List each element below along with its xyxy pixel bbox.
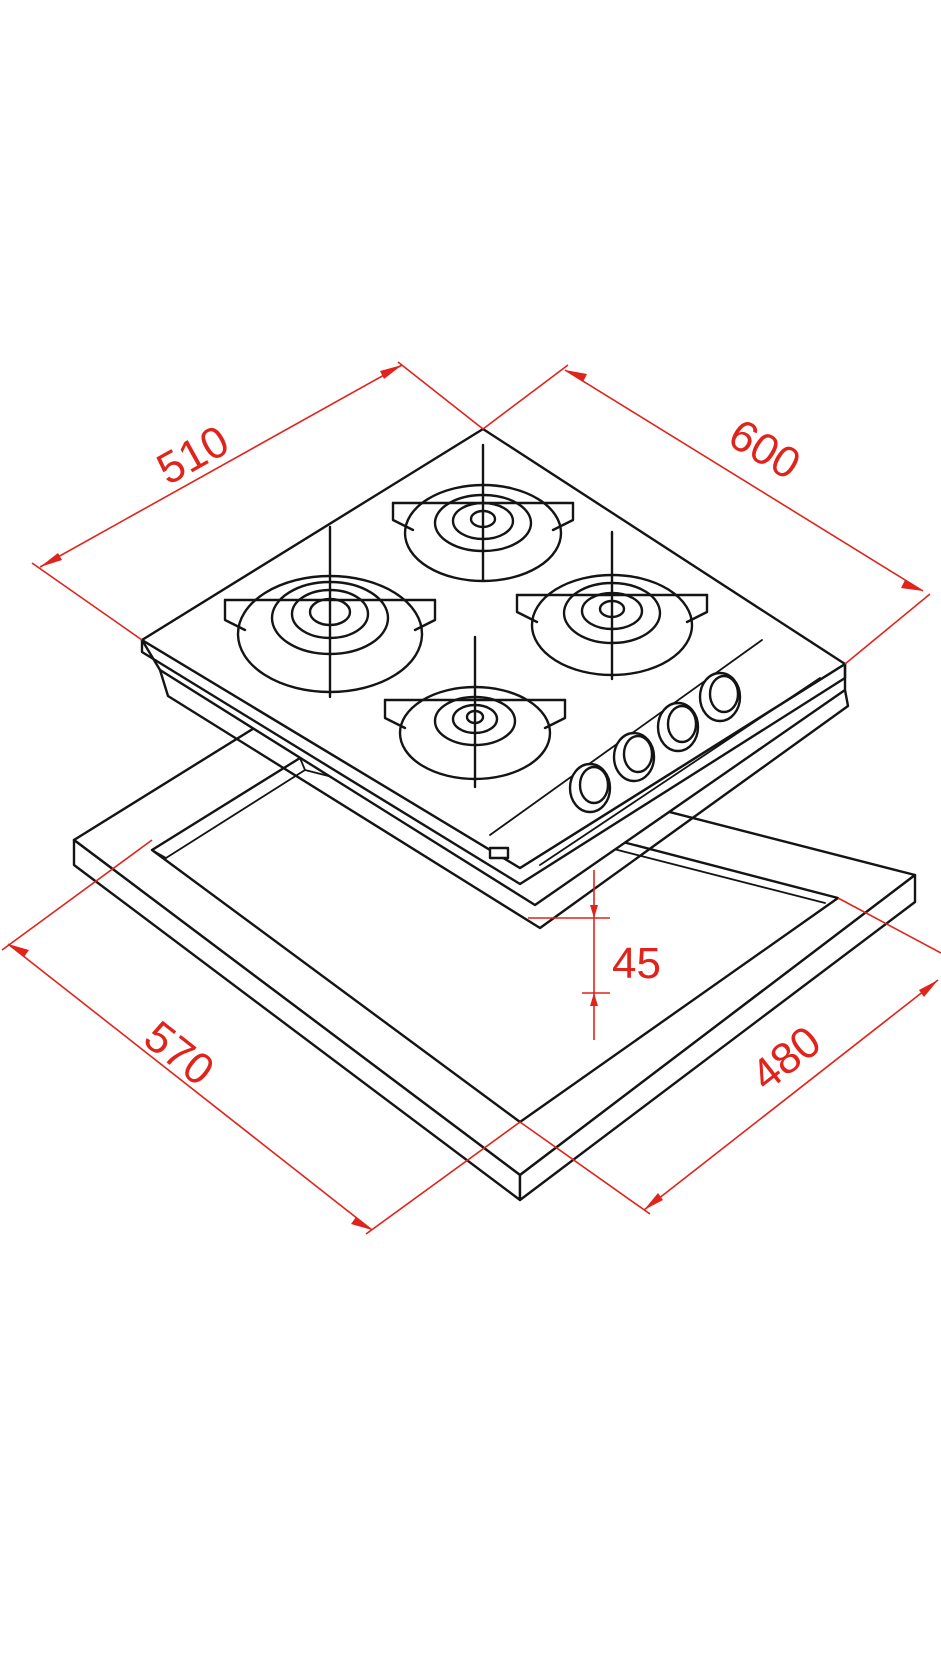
- burner-right: [515, 530, 709, 681]
- dimension-height: 45: [528, 870, 661, 1040]
- burner-left: [223, 525, 437, 699]
- dimension-width-top-label: 600: [720, 410, 808, 490]
- burner-top: [391, 443, 575, 583]
- brand-badge: [488, 846, 510, 860]
- dimension-cutout-depth-label: 480: [742, 1017, 830, 1101]
- knob-4: [698, 671, 742, 723]
- control-knobs: [568, 671, 742, 814]
- hob-body: [140, 427, 850, 930]
- dimension-height-label: 45: [612, 939, 661, 988]
- knob-2: [612, 731, 656, 783]
- knob-3: [656, 701, 700, 753]
- knob-1: [568, 762, 612, 814]
- burner-front: [383, 635, 567, 789]
- dimension-cutout-width-label: 570: [135, 1012, 223, 1096]
- countertop-cutout-frame: [72, 710, 917, 1202]
- dimension-depth-top-label: 510: [149, 416, 237, 494]
